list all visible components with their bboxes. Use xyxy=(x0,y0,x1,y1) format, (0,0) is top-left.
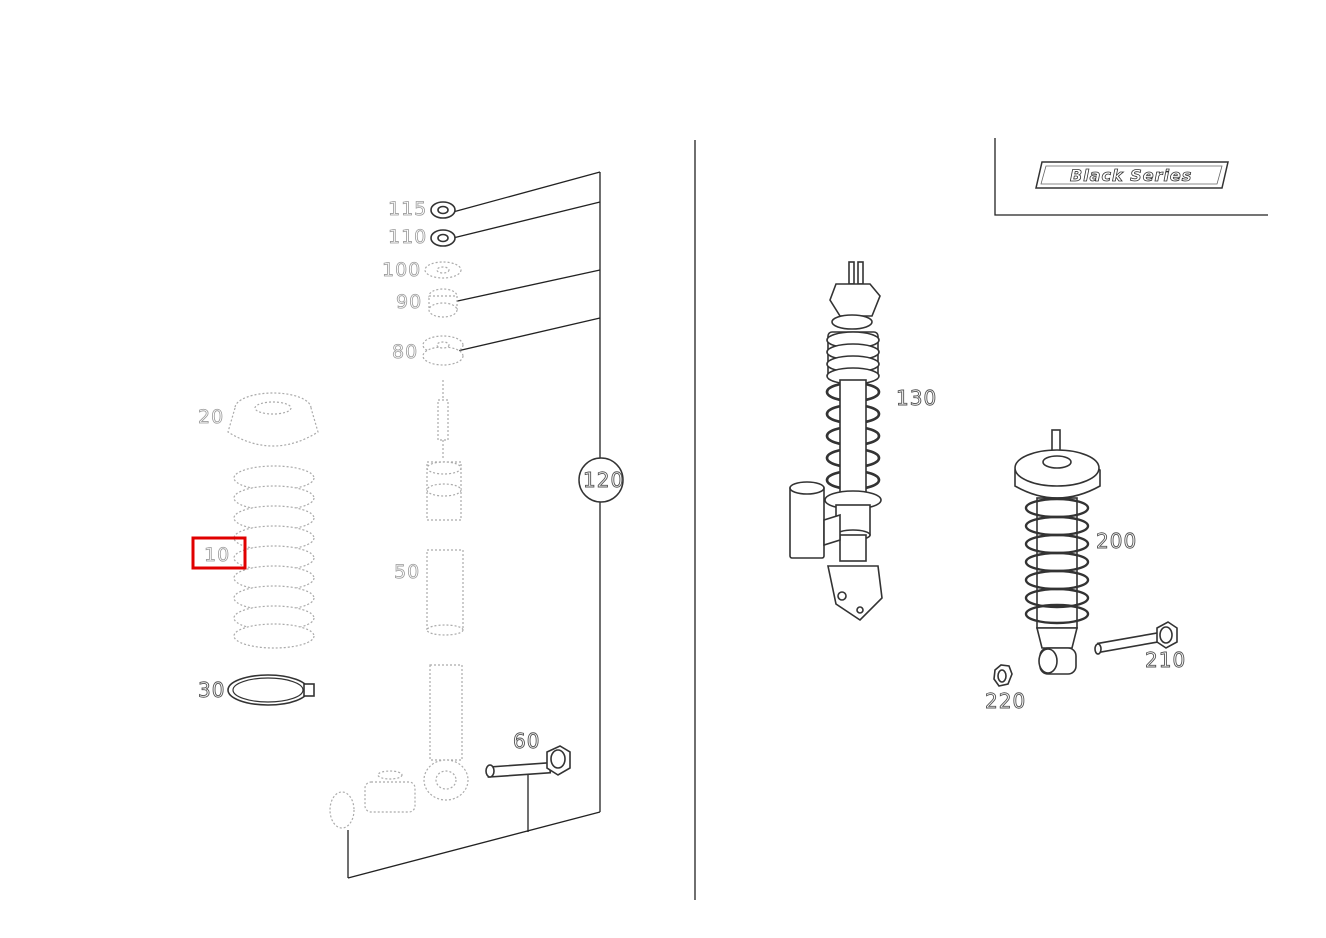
bushing-40[interactable] xyxy=(329,770,416,829)
coil-spring-10[interactable] xyxy=(233,465,315,649)
callout-80[interactable]: 80 xyxy=(392,341,418,364)
callout-50[interactable]: 50 xyxy=(394,561,420,584)
assembly-120-bracket xyxy=(347,171,601,879)
callout-120-text: 120 xyxy=(583,468,624,492)
callout-110[interactable]: 110 xyxy=(388,226,427,249)
exploded-view: 115 110 100 90 80 50 20 30 60 10 120 xyxy=(191,171,624,879)
callout-200[interactable]: 200 xyxy=(1096,529,1137,554)
coilover-130[interactable] xyxy=(789,261,883,622)
damper-50[interactable] xyxy=(423,380,469,801)
black-series-badge: Black Series xyxy=(1070,166,1192,185)
bolt-210[interactable] xyxy=(1094,621,1178,655)
bushing-90[interactable] xyxy=(428,288,458,318)
spring-seat-20[interactable] xyxy=(227,392,319,447)
callout-210[interactable]: 210 xyxy=(1145,648,1186,673)
callout-30[interactable]: 30 xyxy=(198,678,225,703)
callout-60[interactable]: 60 xyxy=(513,729,540,754)
bolt-60[interactable] xyxy=(485,745,571,778)
circlip-30[interactable] xyxy=(227,674,315,706)
callout-90[interactable]: 90 xyxy=(396,291,422,314)
callout-10[interactable]: 10 xyxy=(204,544,230,567)
callout-100[interactable]: 100 xyxy=(382,259,421,282)
nut-110[interactable] xyxy=(430,229,456,247)
callout-20[interactable]: 20 xyxy=(198,406,224,429)
washer-100[interactable] xyxy=(424,261,462,279)
mount-80[interactable] xyxy=(422,335,464,366)
callout-120[interactable]: 120 xyxy=(578,457,624,503)
black-series-panel: Black Series xyxy=(994,138,1268,216)
nut-115[interactable] xyxy=(430,201,456,219)
strut-200[interactable] xyxy=(1014,429,1101,675)
callout-130[interactable]: 130 xyxy=(896,386,937,411)
highlight-box xyxy=(191,536,247,570)
callout-115[interactable]: 115 xyxy=(388,198,427,221)
callout-220[interactable]: 220 xyxy=(985,689,1026,714)
nut-220[interactable] xyxy=(993,664,1013,687)
